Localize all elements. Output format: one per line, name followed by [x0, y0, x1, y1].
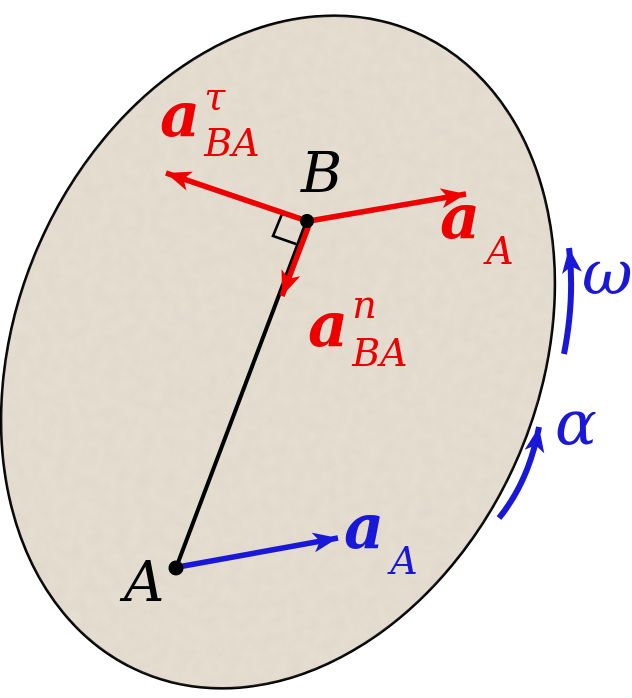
alpha-rotation-arrow — [496, 426, 545, 520]
label-a-n-BA-scripts: n BA — [352, 286, 408, 375]
label-a-n-BA: a n BA — [308, 286, 408, 375]
label-a-A-blue: a A — [344, 490, 418, 583]
point-A-label: A — [124, 550, 165, 615]
label-a-n-BA-sub: BA — [352, 331, 408, 375]
label-a-A-blue-sub: A — [390, 539, 418, 583]
label-a-A-red-base: a — [440, 180, 481, 253]
alpha-label: α — [555, 386, 597, 459]
label-a-n-BA-base: a — [308, 288, 349, 361]
label-a-tau-BA-sup: τ — [204, 75, 226, 119]
label-a-n-BA-sup: n — [352, 283, 377, 327]
label-a-tau-BA-sub: BA — [204, 121, 260, 165]
vector-a-A-at-B-arrow — [308, 188, 467, 224]
omega-label: ω — [582, 236, 632, 309]
vector-a-A-at-A-arrow — [177, 532, 339, 570]
omega-rotation-arrow — [561, 247, 582, 355]
point-A-dot — [168, 560, 184, 576]
label-a-tau-BA-scripts: τ BA — [204, 78, 260, 165]
right-angle-marker — [271, 213, 297, 246]
point-B-dot — [300, 214, 314, 228]
point-B-label: B — [301, 141, 343, 206]
vector-a-tau-BA-arrow — [165, 170, 311, 225]
label-a-tau-BA: a τ BA — [160, 78, 260, 165]
label-a-A-red-sub: A — [486, 229, 514, 273]
vector-a-n-BA-arrow — [279, 224, 312, 297]
label-a-A-blue-base: a — [344, 490, 385, 563]
label-a-tau-BA-base: a — [160, 78, 201, 151]
label-a-A-red: a A — [440, 180, 514, 273]
